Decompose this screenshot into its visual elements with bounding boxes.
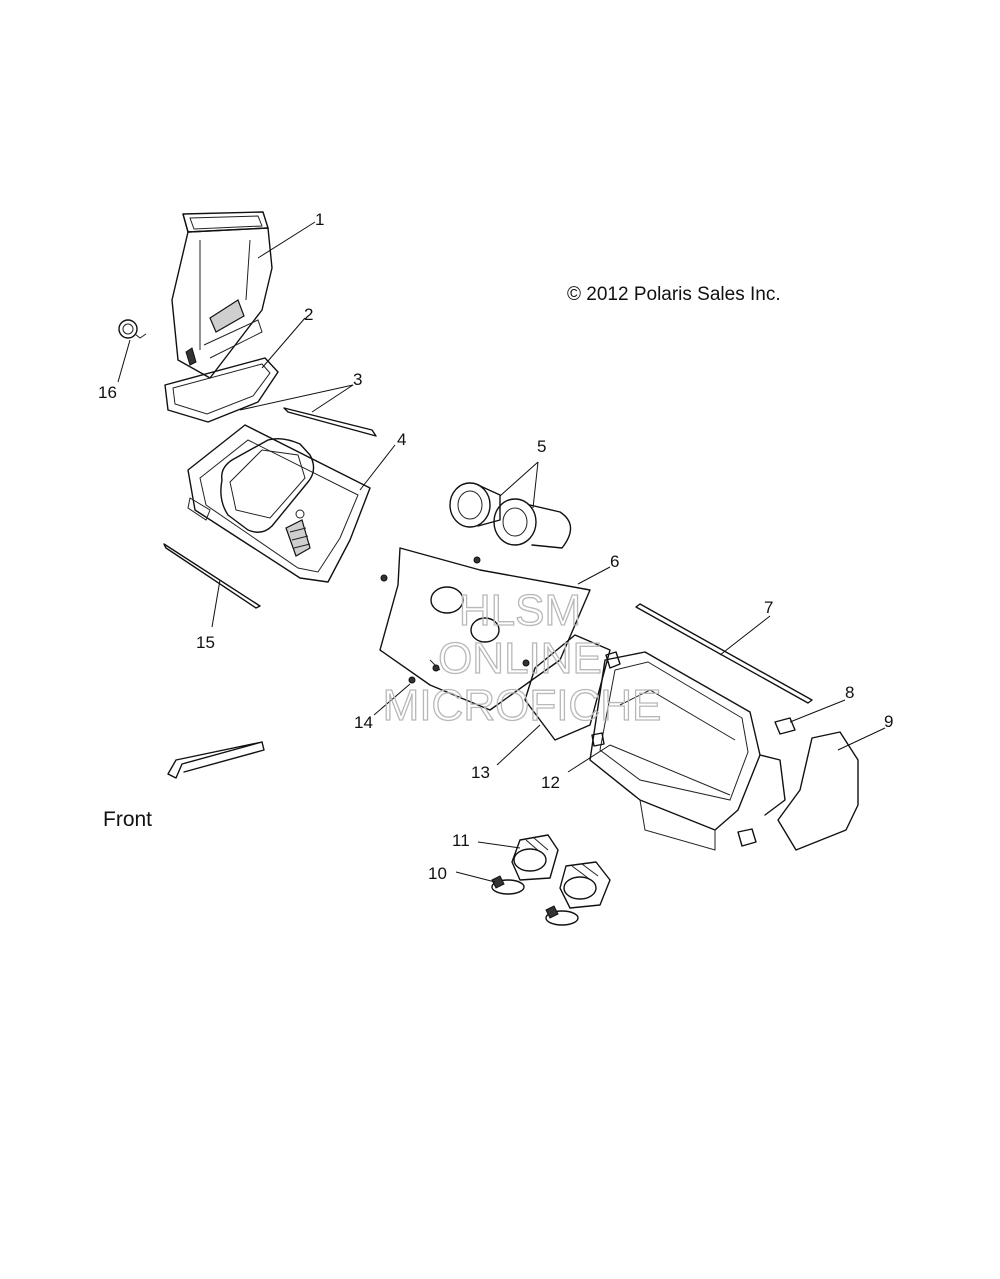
front-label: Front: [103, 808, 152, 831]
part-10-hose-clamps: [491, 875, 579, 926]
part-8-plugs: [591, 651, 796, 847]
part-11-couplers: [511, 834, 611, 909]
callout-11: 11: [452, 831, 470, 850]
callout-7: 7: [764, 598, 773, 617]
leader-lines: [117, 221, 886, 883]
watermark-line3: MICROFICHE: [383, 681, 662, 730]
callout-14: 14: [354, 713, 373, 732]
callout-12: 12: [541, 773, 560, 792]
part-12-airbox-base: [589, 651, 786, 851]
part-16-clamp: [118, 319, 147, 339]
callout-numbers: 1 2 3 4 5 6 7 8 9 10 11 12 13 14 15 16: [98, 210, 893, 883]
part-14-screws: [380, 556, 530, 684]
part-15-sheet: [163, 543, 261, 609]
callout-1: 1: [315, 210, 324, 229]
callout-5: 5: [537, 437, 546, 456]
part-3-filter-sheet: [283, 407, 377, 437]
callout-10: 10: [428, 864, 447, 883]
callout-8: 8: [845, 683, 854, 702]
callout-6: 6: [610, 552, 619, 571]
callout-13: 13: [471, 763, 490, 782]
part-1-intake-boot: [171, 211, 273, 379]
part-13-gasket: [524, 634, 611, 741]
part-9-side-cover: [777, 731, 859, 851]
watermark: HLSM ONLINE MICROFICHE: [382, 585, 662, 730]
callout-9: 9: [884, 712, 893, 731]
part-7-sheet: [635, 603, 813, 704]
callout-16: 16: [98, 383, 117, 402]
callout-4: 4: [397, 430, 406, 449]
callout-15: 15: [196, 633, 215, 652]
callout-2: 2: [304, 305, 313, 324]
part-2-gasket: [164, 357, 279, 423]
copyright-text: © 2012 Polaris Sales Inc.: [567, 284, 781, 305]
watermark-line1: HLSM: [459, 586, 581, 635]
part-4-airbox-cover: [187, 424, 371, 583]
part-5-velocity-stacks: [449, 482, 572, 549]
front-arrow-icon: [167, 741, 265, 779]
watermark-line2: ONLINE: [438, 634, 602, 683]
callout-3: 3: [353, 370, 362, 389]
